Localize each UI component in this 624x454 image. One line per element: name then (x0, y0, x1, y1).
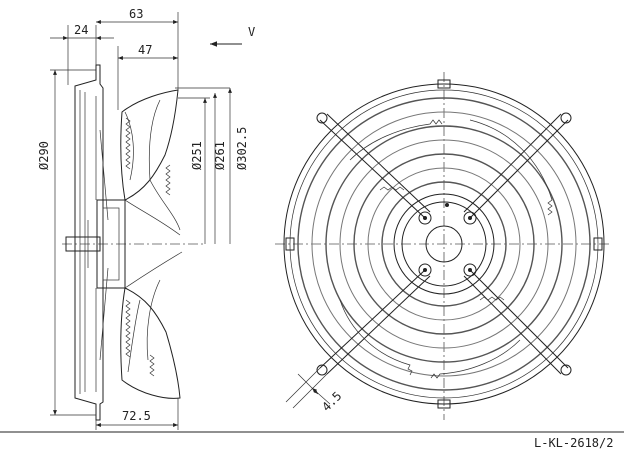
view-arrow: V (210, 25, 255, 47)
shaft-bore (425, 225, 463, 263)
upper-blade (120, 89, 179, 201)
strut-width-dimension: 4.5 (285, 367, 344, 414)
mounting-bolts (418, 203, 477, 277)
front-view: 4.5 (275, 72, 612, 420)
outer-ring (283, 83, 605, 405)
dim-flange-offset: 24 (74, 23, 88, 37)
dim-diameter-261: Ø261 (213, 141, 227, 170)
dim-diameter-290: Ø290 (37, 141, 51, 170)
dim-diameter-302-5: Ø302.5 (235, 127, 249, 170)
dim-bottom-depth: 72.5 (122, 409, 151, 423)
dim-strut-width: 4.5 (319, 389, 344, 414)
fan-blades-front (339, 119, 553, 379)
side-view: 63 24 47 Ø290 Ø251 Ø261 Ø302.5 72.5 (37, 7, 249, 430)
dim-overall-depth: 63 (129, 7, 143, 21)
mounting-flange (74, 64, 104, 421)
grille-struts (285, 79, 603, 409)
view-arrow-label: V (248, 25, 255, 39)
dim-diameter-251: Ø251 (190, 141, 204, 170)
drawing-code: L-KL-2618/2 (534, 436, 613, 450)
front-hub (393, 193, 495, 295)
motor-hub (96, 199, 126, 289)
lower-blade (120, 287, 181, 399)
dim-hub-depth: 47 (138, 43, 152, 57)
